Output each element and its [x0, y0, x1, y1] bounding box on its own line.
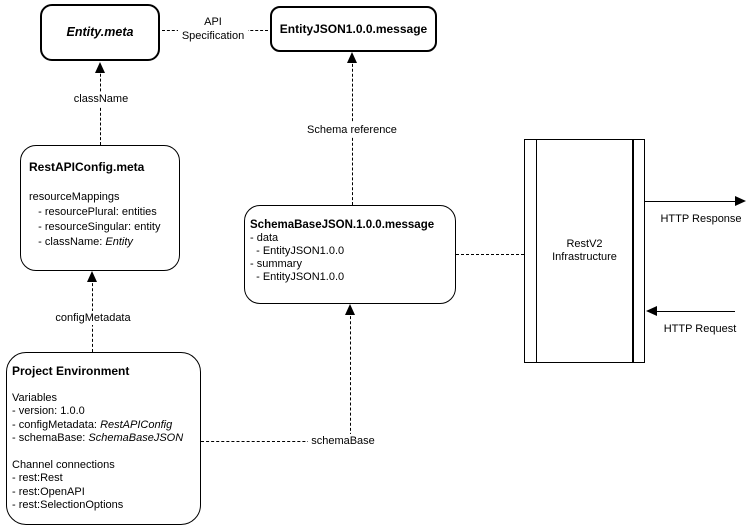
http-response-line	[645, 201, 737, 202]
node-text-line: - configMetadata: RestAPIConfig	[12, 419, 196, 433]
node-schemabasejson-message: SchemaBaseJSON.1.0.0.message - data - En…	[244, 205, 456, 304]
node-text-line: - className: Entity	[29, 235, 173, 250]
node-text-line: - EntityJSON1.0.0	[250, 245, 345, 257]
process-bar-left	[535, 140, 537, 362]
classname-value: Entity	[105, 236, 133, 248]
node-text-line: - resourceSingular: entity	[29, 221, 161, 233]
node-entityjson-message: EntityJSON1.0.0.message	[270, 6, 437, 52]
node-text-line: - rest:OpenAPI	[12, 485, 85, 498]
spacer	[12, 446, 196, 459]
configmetadata-value: RestAPIConfig	[100, 418, 173, 431]
node-title-line: RestV2	[566, 238, 603, 250]
node-text-line: Channel connections	[12, 458, 115, 471]
process-bar-right	[632, 140, 634, 362]
edge-label-line: API	[204, 16, 222, 28]
node-restapiconfig-meta: RestAPIConfig.meta resourceMappings - re…	[20, 145, 180, 271]
arrow-right-icon	[735, 196, 746, 206]
node-text-line: Variables	[12, 391, 58, 404]
connector-schemabase-restv2	[456, 254, 524, 255]
node-text-line: resourceMappings	[29, 191, 120, 203]
node-text-line: - schemaBase: SchemaBaseJSON	[12, 432, 196, 446]
edge-label-configmetadata: configMetadata	[52, 311, 134, 325]
node-title: RestV2 Infrastructure	[537, 140, 632, 362]
node-title-line: Infrastructure	[552, 251, 617, 263]
node-title: Project Environment	[12, 364, 130, 378]
edge-label-http-response: HTTP Response	[655, 212, 747, 226]
edge-label-api-specification: API Specification	[178, 15, 248, 43]
schemabase-value: SchemaBaseJSON	[88, 432, 184, 444]
schemabase-prefix: - schemaBase:	[12, 432, 89, 444]
node-entity-meta: Entity.meta	[40, 4, 160, 61]
node-text-line: - EntityJSON1.0.0	[250, 271, 345, 283]
edge-label-http-request: HTTP Request	[656, 322, 744, 336]
edge-label-classname: className	[70, 92, 132, 106]
spacer	[12, 379, 196, 392]
edge-label-line: Specification	[181, 30, 245, 42]
arrow-up-icon	[95, 62, 105, 73]
node-project-environment: Project Environment Variables - version:…	[6, 352, 201, 525]
node-text-line: - rest:Rest	[12, 472, 63, 484]
node-restv2-infrastructure: RestV2 Infrastructure	[524, 139, 645, 363]
edge-label-schemabase: schemaBase	[308, 434, 378, 448]
connector-schemabase-horizontal	[201, 441, 351, 442]
arrow-up-icon	[87, 271, 97, 282]
node-title: EntityJSON1.0.0.message	[279, 21, 428, 36]
node-text-line: - rest:SelectionOptions	[12, 499, 124, 511]
connector-schemabase-vertical	[350, 306, 351, 441]
node-title: RestAPIConfig.meta	[29, 160, 145, 174]
edge-label-schema-reference: Schema reference	[306, 123, 398, 137]
node-text-line: - resourcePlural: entities	[29, 206, 157, 218]
classname-prefix: - className:	[29, 236, 106, 248]
node-title: Entity.meta	[66, 25, 134, 39]
node-text-line: - version: 1.0.0	[12, 405, 85, 417]
http-request-line	[655, 311, 735, 312]
arrow-left-icon	[646, 306, 657, 316]
node-text-line: - data	[250, 232, 279, 244]
arrow-up-icon	[345, 304, 355, 315]
node-text-line: - summary	[250, 258, 302, 270]
configmetadata-prefix: - configMetadata:	[12, 418, 101, 431]
node-title: SchemaBaseJSON.1.0.0.message	[250, 219, 435, 231]
arrow-up-icon	[347, 52, 357, 63]
